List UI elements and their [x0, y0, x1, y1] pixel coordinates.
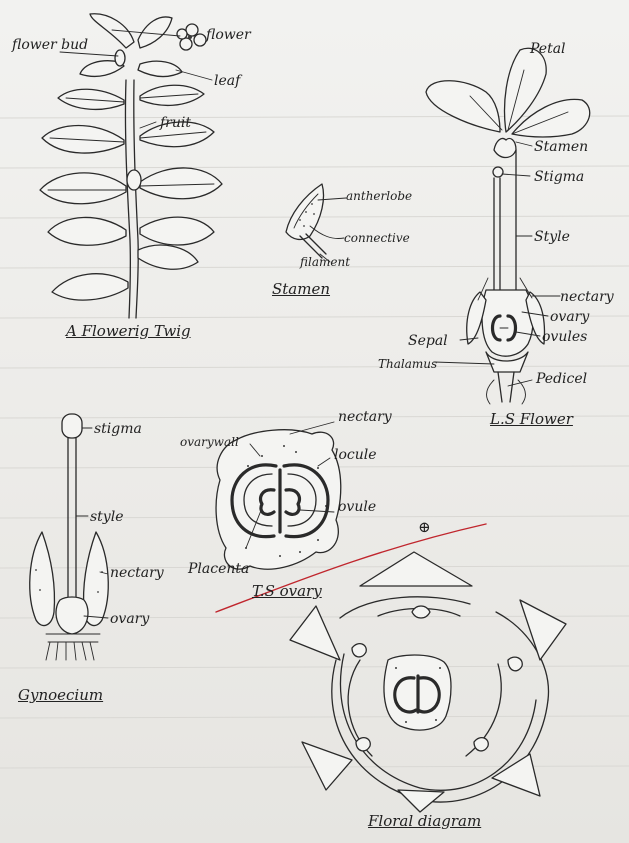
label-petal: Petal	[530, 42, 566, 56]
label-gyn-style: style	[90, 510, 123, 524]
label-ts-placenta: Placenta	[188, 562, 249, 576]
label-connective: connective	[344, 232, 410, 244]
label-fruit: fruit	[160, 116, 191, 130]
label-ts-ovarywall: ovarywall	[180, 436, 239, 448]
label-ls-pedicel: Pedicel	[536, 372, 587, 386]
label-ls-stamen: Stamen	[534, 140, 588, 154]
caption-ls-flower: L.S Flower	[490, 412, 573, 427]
caption-gynoecium: Gynoecium	[18, 688, 103, 703]
label-ls-style: Style	[534, 230, 570, 244]
label-ls-ovules: ovules	[542, 330, 587, 344]
label-flower-bud: flower bud	[12, 38, 88, 52]
label-leaf: leaf	[214, 74, 240, 88]
label-gyn-stigma: stigma	[94, 422, 142, 436]
label-ts-locule: locule	[334, 448, 377, 462]
flowering-twig-drawing	[40, 14, 222, 318]
label-ls-thalamus: Thalamus	[378, 358, 437, 370]
actinomorphic-symbol: ⊕	[418, 520, 431, 535]
label-ls-sepal: Sepal	[408, 334, 448, 348]
label-ls-ovary: ovary	[550, 310, 589, 324]
label-filament: filament	[300, 256, 350, 268]
label-ls-nectary: nectary	[560, 290, 614, 304]
caption-flowering-twig: A Flowerig Twig	[66, 324, 191, 339]
caption-stamen: Stamen	[272, 282, 330, 297]
label-flower: flower	[206, 28, 251, 42]
gynoecium-drawing	[30, 414, 109, 660]
label-gyn-nectary: nectary	[110, 566, 164, 580]
ls-flower-drawing	[426, 48, 590, 404]
label-antherlobe: antherlobe	[346, 190, 412, 202]
label-ls-stigma: Stigma	[534, 170, 584, 184]
floral-diagram-drawing	[290, 552, 566, 812]
label-gyn-ovary: ovary	[110, 612, 149, 626]
caption-floral-diagram: Floral diagram	[368, 814, 481, 829]
stamen-drawing	[286, 184, 346, 262]
label-ts-ovule: ovule	[338, 500, 376, 514]
label-ts-nectary: nectary	[338, 410, 392, 424]
caption-ts-ovary: T.S ovary	[252, 584, 322, 599]
